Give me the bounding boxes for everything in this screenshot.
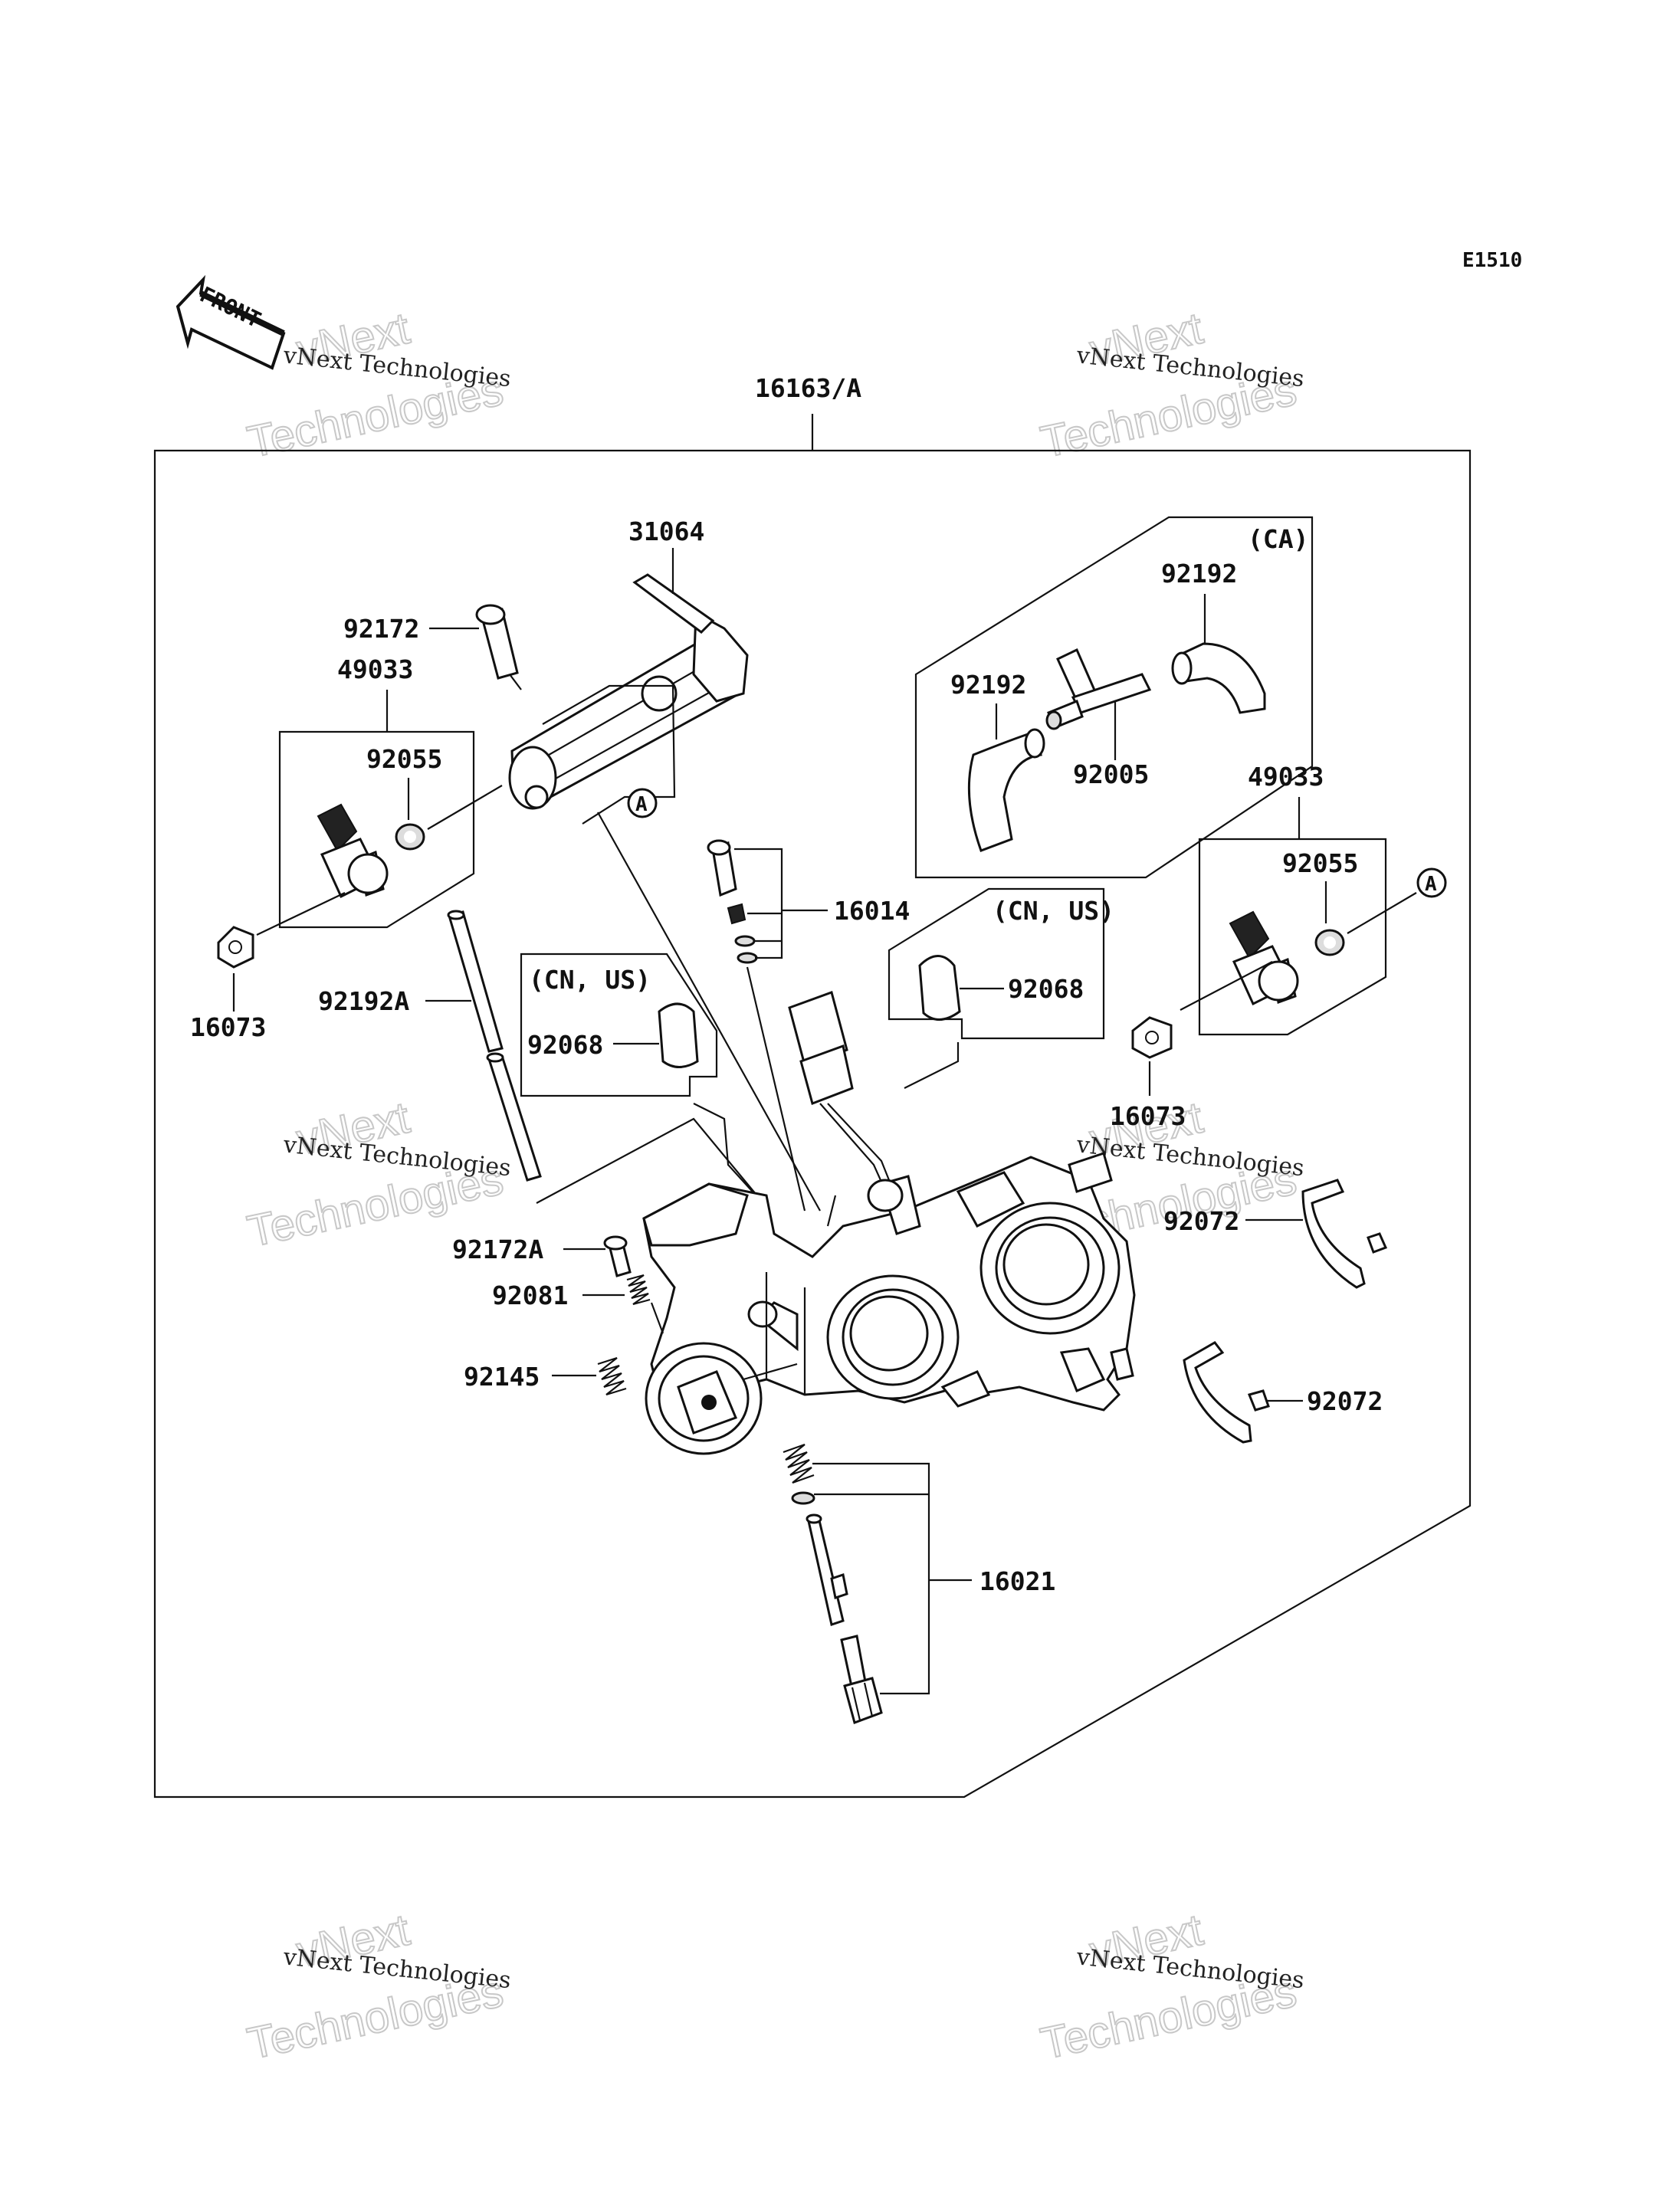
label-92172: 92172 [343, 614, 419, 644]
svg-text:A: A [1425, 873, 1437, 896]
label-16163-A: 16163/A [755, 373, 861, 403]
injector-right [1229, 910, 1299, 1006]
label-92068-left: 92068 [527, 1030, 603, 1060]
label-92192A: 92192A [318, 986, 409, 1016]
label-16073-left: 16073 [190, 1012, 266, 1042]
connector-part [788, 991, 897, 1196]
label-92192-top: 92192 [1161, 559, 1237, 589]
label-92072-top: 92072 [1163, 1206, 1239, 1236]
svg-text:A: A [635, 793, 648, 816]
injector-left [317, 803, 389, 899]
watermark-bottom-left: vNext Technologies vNext Technologies [242, 1904, 512, 2070]
spring-92145 [597, 1356, 627, 1396]
screw-16014 [707, 839, 758, 964]
cap-92068-right [918, 955, 961, 1021]
hose-92192-left [967, 730, 1042, 852]
label-cnus-left: (CN, US) [529, 965, 651, 995]
label-16073-right: 16073 [1110, 1101, 1186, 1131]
label-ca-group: (CA) [1248, 524, 1308, 554]
label-92068-right: 92068 [1008, 974, 1084, 1004]
label-92145: 92145 [464, 1362, 540, 1392]
fuel-rail-part [508, 573, 749, 810]
adjuster-16021 [783, 1443, 883, 1724]
callout-a-rail [627, 788, 658, 818]
screw-92172A [603, 1235, 632, 1277]
watermark-middle-left: vNext Technologies vNext Technologies [242, 1092, 512, 1258]
diagram-code: E1510 [1462, 249, 1522, 272]
label-92081: 92081 [492, 1280, 568, 1310]
label-92192-left: 92192 [950, 670, 1026, 700]
bolt-92172 [475, 604, 522, 690]
cap-92068-left [658, 1002, 699, 1068]
label-16014: 16014 [834, 896, 910, 926]
throttle-body-part [642, 1152, 1136, 1412]
hose-92192-top [1177, 642, 1266, 714]
watermark-bottom-right: vNext Technologies vNext Technologies [1035, 1904, 1305, 2070]
throttle-pulley-part [645, 1342, 798, 1455]
cable-tie-92072-top [1301, 1179, 1388, 1289]
callout-a-right [1416, 867, 1447, 898]
watermark-top-right: vNext Technologies vNext Technologies [1035, 303, 1305, 468]
label-92055-left: 92055 [366, 744, 442, 774]
hose-92192A [447, 910, 542, 1182]
watermark-top-left: vNext Technologies vNext Technologies [242, 303, 512, 468]
assembly-frame [153, 449, 1472, 1799]
label-92072-bottom: 92072 [1307, 1386, 1383, 1416]
front-arrow-icon: FRONT [176, 274, 286, 370]
spring-92081 [626, 1274, 651, 1306]
t-fitting-92005 [1045, 648, 1152, 730]
label-cnus-right: (CN, US) [993, 896, 1114, 926]
cable-tie-92072-bottom [1183, 1341, 1270, 1444]
washer-16073-right [1131, 1016, 1173, 1059]
label-16021: 16021 [979, 1566, 1055, 1596]
label-92005: 92005 [1073, 759, 1149, 789]
label-92055-right: 92055 [1282, 848, 1358, 878]
label-92172A: 92172A [452, 1235, 543, 1264]
washer-16073-left [217, 926, 254, 969]
label-31064: 31064 [628, 516, 704, 546]
label-49033-right: 49033 [1248, 762, 1324, 792]
label-49033-left: 49033 [337, 654, 413, 684]
